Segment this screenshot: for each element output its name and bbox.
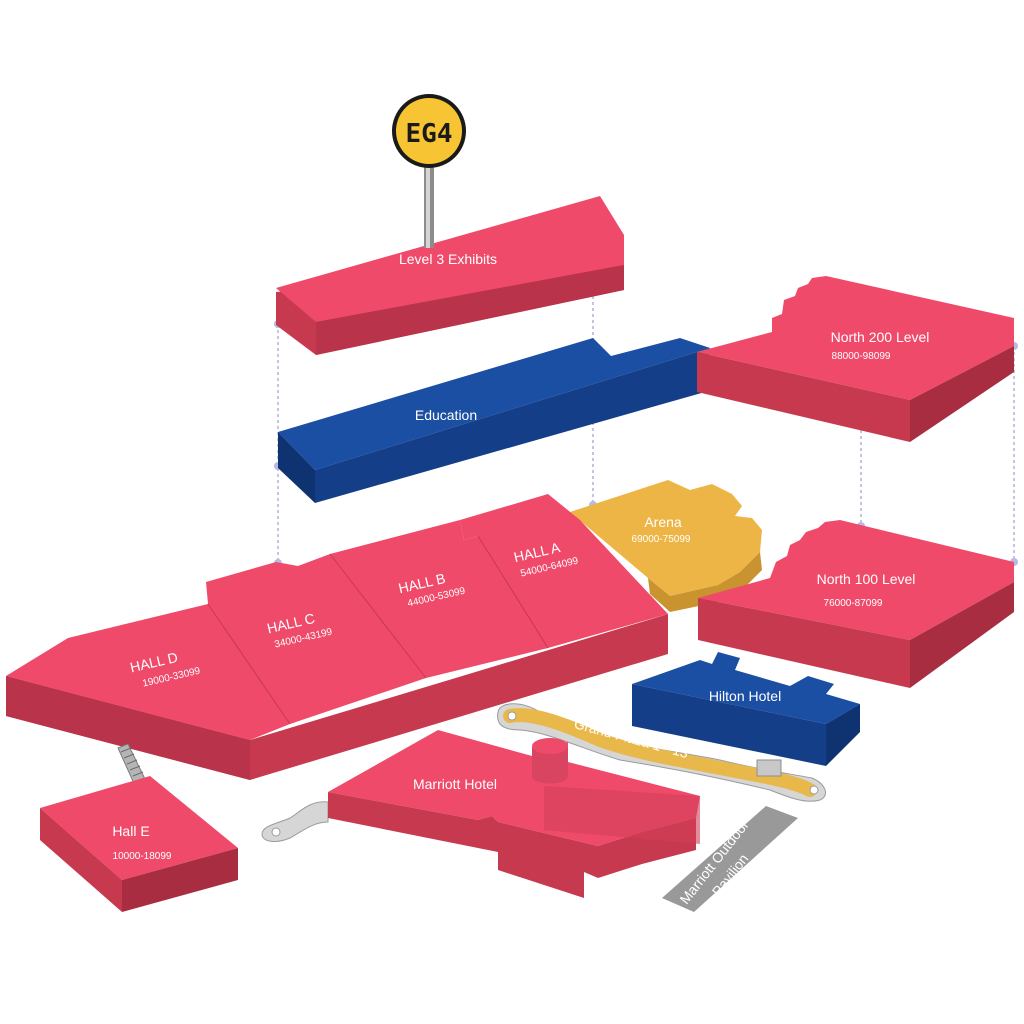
education-front (315, 348, 710, 503)
hilton-side (826, 704, 860, 766)
north100-top (698, 520, 1014, 640)
hall-d-top (6, 604, 290, 740)
hall-e-front (40, 808, 122, 912)
plaza-kiosk (756, 759, 782, 777)
pin-pole-highlight (426, 158, 430, 248)
hall-e-label: Hall E (112, 823, 149, 839)
marriott-front (328, 792, 696, 898)
zone-education[interactable]: Education (278, 338, 710, 503)
north100-side (910, 582, 1014, 688)
north200-label: North 200 Level (831, 329, 930, 345)
level3-label: Level 3 Exhibits (399, 251, 497, 267)
arena-top (570, 480, 762, 596)
zone-arena[interactable]: Arena 69000-75099 (570, 480, 762, 612)
hall-e-top (40, 776, 238, 880)
divider-c-b (329, 553, 427, 679)
hilton-front (632, 684, 826, 766)
plaza-path (503, 708, 817, 797)
arena-range: 69000-75099 (632, 534, 691, 545)
badge-text: EG4 (406, 119, 453, 149)
north100-range: 76000-87099 (824, 598, 883, 609)
eg4-pin[interactable]: EG4 (392, 94, 466, 248)
education-label: Education (415, 407, 477, 423)
zone-hall-b[interactable]: HALL B 44000-53099 (330, 520, 548, 678)
level3-top (276, 196, 624, 322)
north100-label: North 100 Level (817, 571, 916, 587)
north200-top (697, 276, 1014, 400)
zone-hall-d[interactable]: HALL D 19000-33099 (6, 604, 290, 740)
north100-front (698, 598, 910, 688)
main-exhibit-halls: HALL D 19000-33099 HALL C 34000-43199 HA… (6, 494, 668, 780)
north200-front (697, 352, 910, 442)
arena-side (648, 552, 762, 612)
plaza-node-right (809, 785, 819, 795)
zone-north-200-level[interactable]: North 200 Level 88000-98099 (697, 276, 1014, 442)
marriott-walkway (261, 801, 329, 842)
plaza-node-left (507, 711, 517, 721)
arena-label: Arena (644, 514, 682, 530)
marriott-tower-top (532, 738, 568, 754)
zone-marriott-hotel[interactable]: Marriott Hotel (328, 730, 700, 898)
pavilion-shape (662, 806, 798, 912)
education-side (278, 432, 315, 503)
level3-front (316, 265, 624, 355)
badge-fill (396, 98, 462, 164)
marriott-wing (544, 786, 700, 844)
hall-a-top (460, 494, 668, 648)
hilton-top (632, 652, 860, 724)
hall-b-top (330, 520, 548, 678)
zone-north-100-level[interactable]: North 100 Level 76000-87099 (698, 520, 1014, 688)
zone-hilton-hotel[interactable]: Hilton Hotel (632, 652, 860, 766)
hilton-label: Hilton Hotel (709, 688, 781, 704)
hall-e-side (122, 848, 238, 912)
education-top (278, 338, 710, 470)
halls-front-left (6, 676, 250, 780)
zone-hall-e[interactable]: Hall E 10000-18099 (40, 776, 238, 912)
zone-level-3-exhibits[interactable]: Level 3 Exhibits (276, 196, 624, 355)
hall-e-range: 10000-18099 (113, 851, 172, 862)
divider-b-a (477, 535, 549, 649)
marriott-label: Marriott Hotel (413, 776, 497, 792)
divider-d-c (207, 603, 291, 725)
north200-range: 88000-98099 (832, 351, 891, 362)
zone-hall-a[interactable]: HALL A 54000-64099 (460, 494, 668, 648)
north200-side (910, 346, 1014, 442)
